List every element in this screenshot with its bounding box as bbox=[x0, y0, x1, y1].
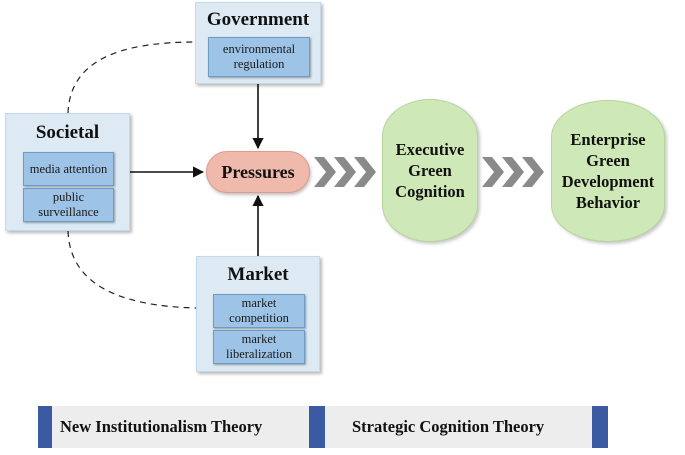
theory-bar: New Institutionalism Theory Strategic Co… bbox=[38, 406, 608, 448]
societal-title: Societal bbox=[35, 122, 100, 143]
government-panel: Government environmental regulation bbox=[195, 2, 321, 84]
item-market-liberalization: market liberalization bbox=[213, 330, 305, 364]
item-market-competition: market competition bbox=[213, 294, 305, 328]
theory-bar-middle-divider bbox=[309, 406, 325, 448]
item-media-attention: media attention bbox=[23, 152, 114, 186]
societal-panel: Societal media attention public surveill… bbox=[5, 113, 130, 231]
triple-chevron-right-icon bbox=[314, 157, 376, 187]
new-institutionalism-theory-label: New Institutionalism Theory bbox=[60, 417, 263, 436]
pressures-node: Pressures bbox=[206, 151, 310, 193]
item-environmental-regulation: environmental regulation bbox=[208, 37, 310, 77]
government-title: Government bbox=[206, 9, 310, 30]
triple-chevron-right-icon bbox=[482, 157, 544, 187]
dashed-link-societal-government bbox=[67, 41, 197, 114]
theory-bar-right-cap bbox=[592, 406, 608, 448]
market-panel: Market market competition market liberal… bbox=[196, 256, 320, 372]
theory-bar-left-cap bbox=[38, 406, 52, 448]
market-title: Market bbox=[227, 264, 289, 285]
item-public-surveillance: public surveillance bbox=[23, 188, 114, 222]
strategic-cognition-theory-label: Strategic Cognition Theory bbox=[352, 417, 545, 436]
dashed-link-societal-market bbox=[67, 230, 197, 309]
enterprise-green-development-behavior-node: Enterprise Green Development Behavior bbox=[551, 100, 665, 242]
executive-green-cognition-node: Executive Green Cognition bbox=[382, 99, 478, 242]
